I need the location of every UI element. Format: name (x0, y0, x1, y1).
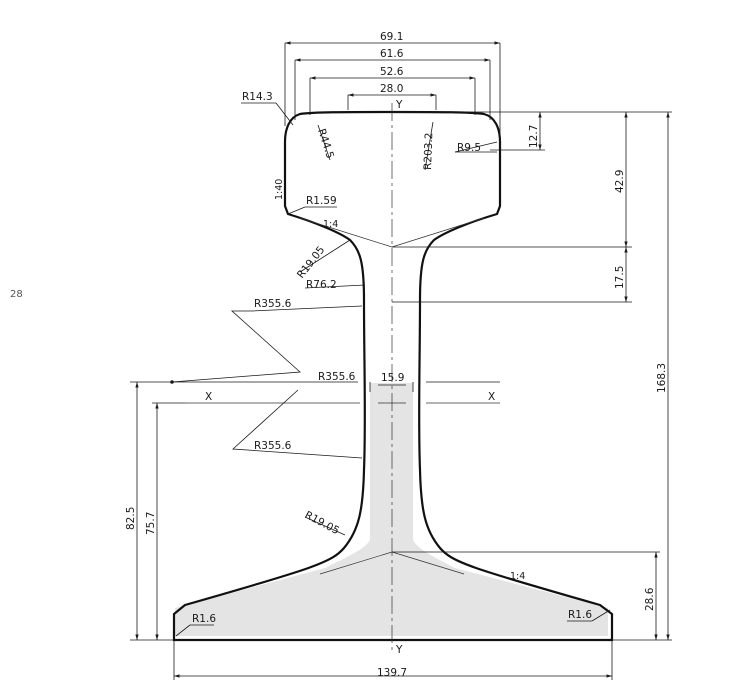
x-axis-label-right: X (488, 391, 495, 403)
dim-17-5: 17.5 (614, 266, 626, 289)
base-radius-leaders (175, 516, 611, 637)
dim-15-9: 15.9 (381, 372, 404, 384)
dim-12-7: 12.7 (528, 125, 540, 148)
radius-r355-6-c: R355.6 (254, 440, 292, 452)
radius-r19-05-bottom: R19.05 (303, 509, 342, 537)
radius-r355-6-a: R355.6 (254, 298, 292, 310)
dim-168-3: 168.3 (656, 363, 668, 393)
dim-75-7: 75.7 (145, 512, 157, 535)
top-width-dimensions (284, 41, 501, 150)
radius-r19-05-top: R19.05 (295, 244, 327, 281)
dim-52-6: 52.6 (380, 66, 404, 78)
dim-82-5: 82.5 (125, 507, 137, 530)
right-height-dimensions (392, 111, 672, 641)
web-base-shading (175, 383, 608, 636)
radius-r203-2: R203.2 (422, 132, 435, 170)
x-axis-label-left: X (205, 391, 212, 403)
radius-r14-3: R14.3 (242, 91, 273, 103)
base-slope-right (391, 551, 465, 575)
dim-69-1: 69.1 (380, 31, 403, 43)
y-axis-label-bottom: Y (395, 644, 403, 656)
bottom-width-dimension (173, 640, 613, 680)
radius-r355-6-b: R355.6 (318, 371, 356, 383)
dim-139-7: 139.7 (377, 667, 407, 679)
head-radius-leaders (241, 102, 498, 215)
web-radius-leaders (171, 239, 500, 459)
head-slope-left (299, 217, 393, 248)
radius-r1-59: R1.59 (306, 195, 337, 207)
base-slope-left (319, 551, 393, 575)
slope-1-40: 1:40 (274, 179, 285, 200)
radius-r9-5: R9.5 (457, 142, 481, 154)
radius-r1-6-right: R1.6 (568, 609, 592, 621)
dim-42-9: 42.9 (614, 170, 626, 193)
radius-r1-6-left: R1.6 (192, 613, 216, 625)
radius-r76-2: R76.2 (306, 279, 337, 291)
dim-61-6: 61.6 (380, 48, 404, 60)
slope-1-4-top: 1:4 (323, 219, 338, 230)
rail-profile-outline (172, 110, 614, 642)
head-slope-right (391, 217, 485, 248)
left-height-dimensions (130, 381, 185, 641)
dim-28-0: 28.0 (380, 83, 403, 95)
y-axis-label-top: Y (395, 99, 403, 111)
dim-28-6: 28.6 (644, 587, 656, 611)
slope-1-4-bottom: 1:4 (510, 571, 525, 582)
radius-r44-5: R44.5 (315, 127, 336, 160)
page-number: 28 (10, 289, 23, 300)
